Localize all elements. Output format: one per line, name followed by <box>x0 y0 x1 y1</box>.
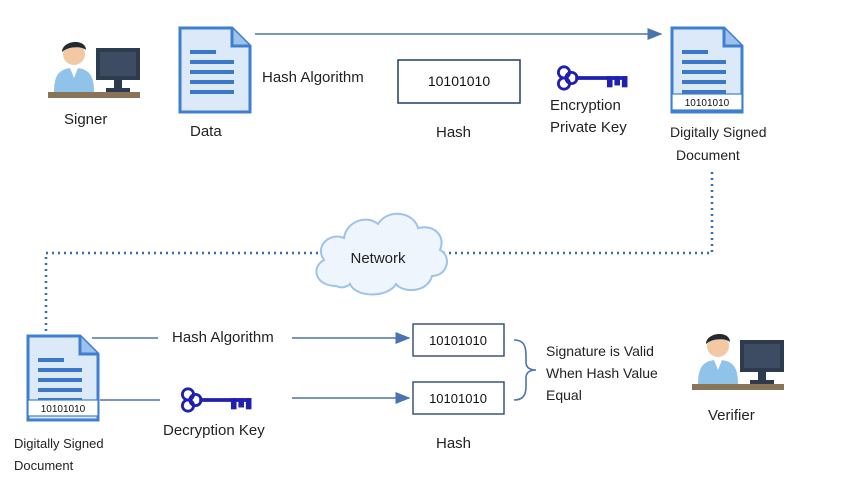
result-line3: Equal <box>546 387 582 403</box>
top-hash-algorithm-label: Hash Algorithm <box>262 69 364 86</box>
result-line2: When Hash Value <box>546 365 658 381</box>
encryption-key-icon <box>556 65 629 91</box>
signed-document-bottom-badge <box>27 399 99 417</box>
verifier-person-icon <box>692 333 784 390</box>
signed-document-top-label-line1: Digitally Signed <box>670 124 767 140</box>
signed-document-top-badge <box>671 93 743 111</box>
verifier-label: Verifier <box>708 407 755 424</box>
bottom-hash-value-1: 10101010 <box>429 333 487 348</box>
signed-document-top-badge-text: 10101010 <box>685 98 730 109</box>
data-document-icon <box>178 26 252 114</box>
decryption-key-label: Decryption Key <box>163 422 265 439</box>
signed-document-bottom-badge-text: 10101010 <box>41 404 86 415</box>
network-dotted-line-left <box>44 251 318 338</box>
network-dotted-line-right <box>434 172 714 255</box>
encryption-label-line2: Private Key <box>550 119 627 136</box>
signed-document-bottom-label-line2: Document <box>14 458 74 473</box>
signer-label: Signer <box>64 111 107 128</box>
bottom-hash-box-2 <box>412 381 505 415</box>
bottom-hash-algorithm-label: Hash Algorithm <box>172 329 274 346</box>
signer-person-icon <box>48 41 140 98</box>
top-hash-label: Hash <box>436 124 471 141</box>
signed-document-top-label-line2: Document <box>676 147 740 163</box>
signed-document-bottom-label-line1: Digitally Signed <box>14 436 104 451</box>
top-hash-value: 10101010 <box>428 73 491 89</box>
bottom-hash-label: Hash <box>436 435 471 452</box>
bottom-hash-box-1 <box>412 323 505 357</box>
data-label: Data <box>190 123 222 140</box>
result-line1: Signature is Valid <box>546 343 654 359</box>
decryption-key-icon <box>180 387 253 413</box>
top-hash-box <box>397 59 521 104</box>
bottom-hash-value-2: 10101010 <box>429 391 487 406</box>
comparison-brace <box>513 339 537 401</box>
encryption-label-line1: Encryption <box>550 97 621 114</box>
network-cloud-icon <box>315 213 448 296</box>
network-label: Network <box>350 250 406 267</box>
